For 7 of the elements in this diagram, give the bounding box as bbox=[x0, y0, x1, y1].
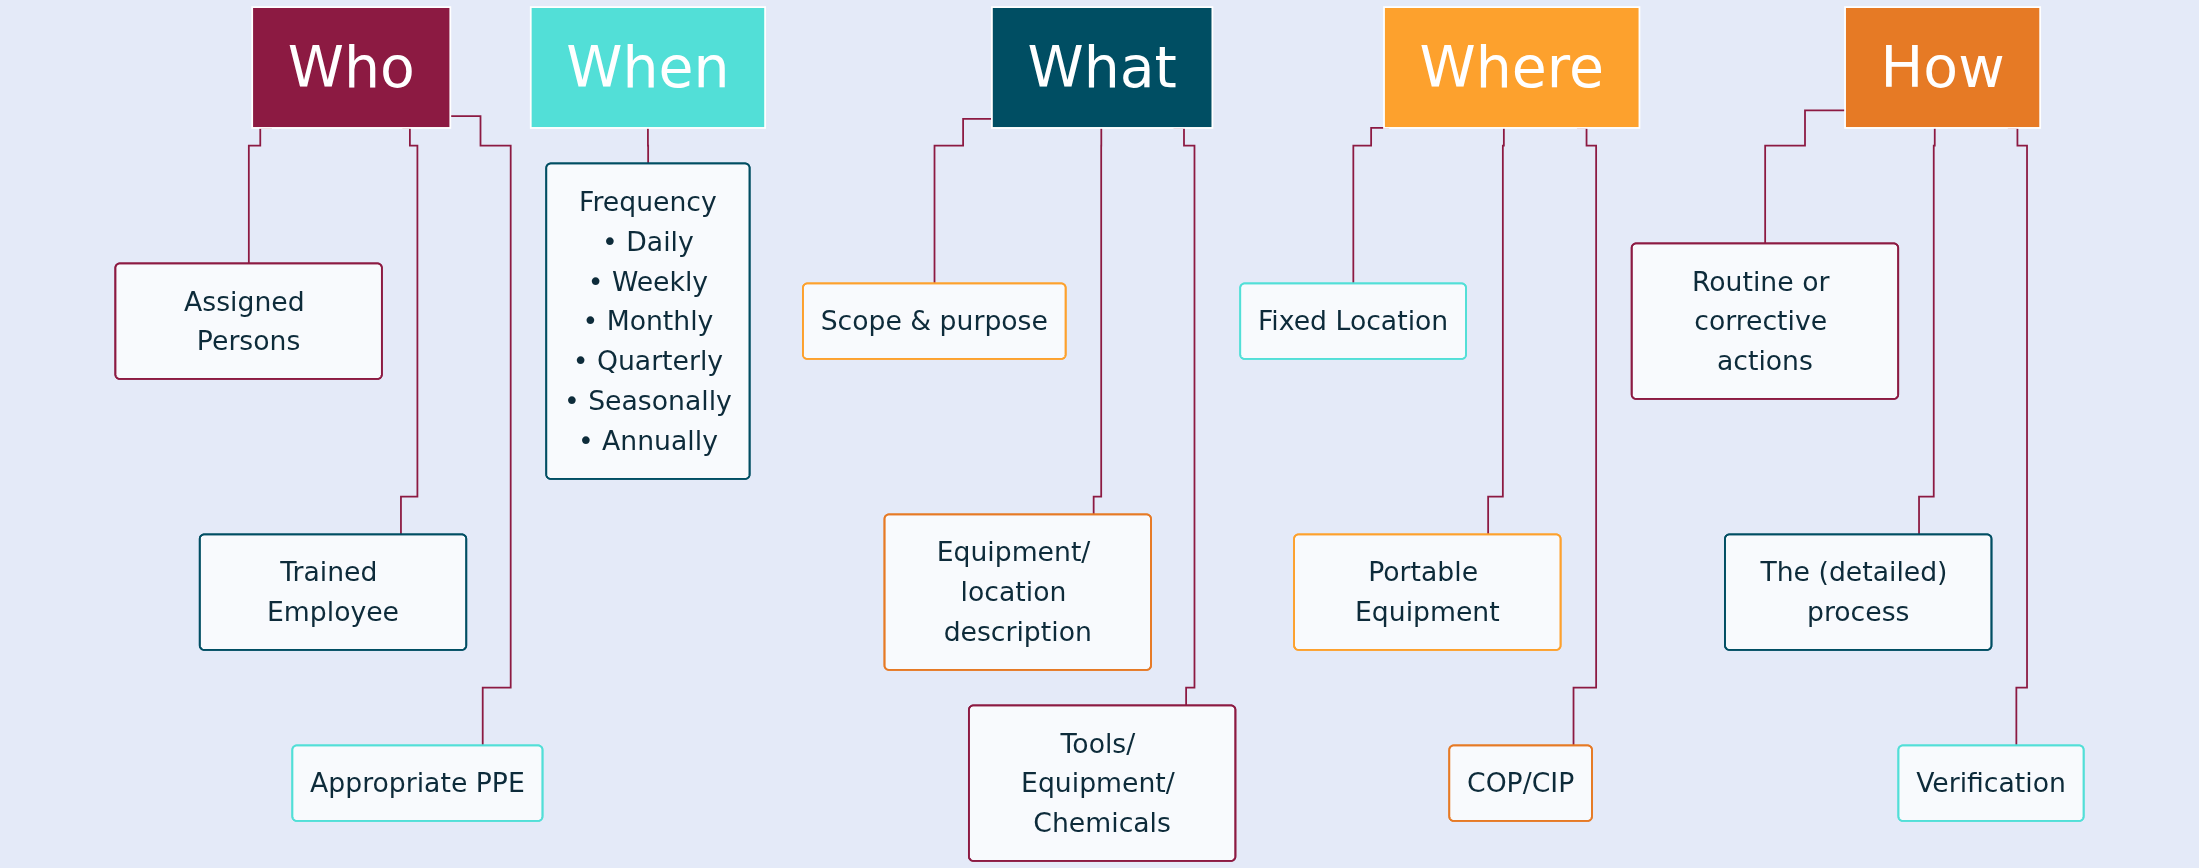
connector bbox=[1764, 109, 1846, 245]
node-box: Where bbox=[1383, 6, 1641, 129]
node-box: What bbox=[991, 6, 1214, 129]
node-box: How bbox=[1844, 6, 2042, 129]
node-box: Who bbox=[251, 6, 452, 129]
connector bbox=[647, 127, 650, 165]
node-box: When bbox=[529, 6, 766, 129]
